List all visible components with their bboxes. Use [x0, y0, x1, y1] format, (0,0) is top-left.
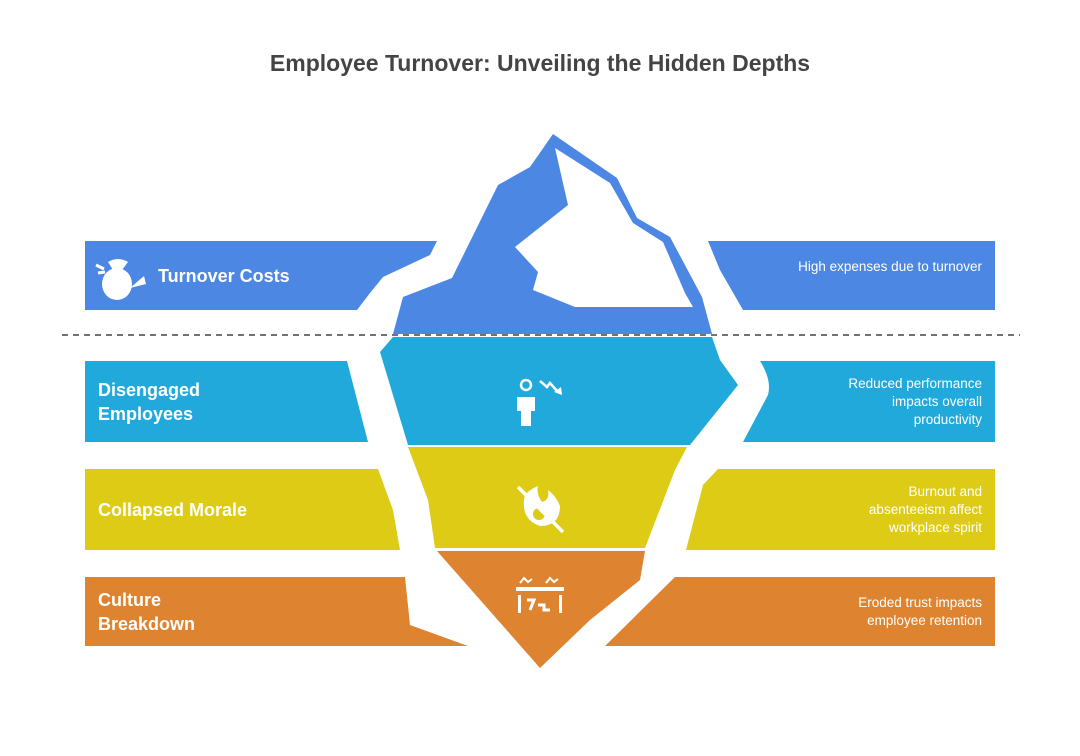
iceberg-morale-section	[408, 447, 687, 548]
band-left-culture	[85, 577, 468, 646]
money-bag-icon	[95, 259, 146, 300]
layer-label-turnover-costs: Turnover Costs	[158, 266, 290, 286]
layer-description-turnover-costs: High expenses due to turnover	[798, 259, 982, 274]
declining-employee-icon	[517, 378, 562, 426]
band-right-turnover-costs	[708, 241, 995, 310]
extinguished-fire-icon	[516, 485, 565, 534]
iceberg-culture-section	[437, 551, 645, 668]
layer-description-collapsed-morale: Burnout and absenteeism affect workplace…	[868, 484, 982, 535]
band-right-culture	[605, 577, 995, 646]
iceberg-snow	[515, 148, 693, 307]
band-left-morale	[85, 469, 400, 550]
layer-label-culture-breakdown: Culture Breakdown	[98, 590, 196, 634]
layer-label-collapsed-morale: Collapsed Morale	[98, 500, 248, 520]
band-left-disengaged	[85, 361, 368, 442]
band-right-morale	[686, 469, 995, 550]
band-left-turnover-costs	[85, 241, 437, 310]
layer-description-culture-breakdown: Eroded trust impacts employee retention	[858, 595, 982, 628]
layer-description-disengaged-employees: Reduced performance impacts overall prod…	[848, 376, 982, 427]
broken-structure-icon	[516, 576, 564, 613]
diagram-title: Employee Turnover: Unveiling the Hidden …	[269, 50, 811, 76]
layer-label-disengaged-employees: Disengaged Employees	[98, 380, 201, 424]
band-right-disengaged	[743, 361, 995, 442]
